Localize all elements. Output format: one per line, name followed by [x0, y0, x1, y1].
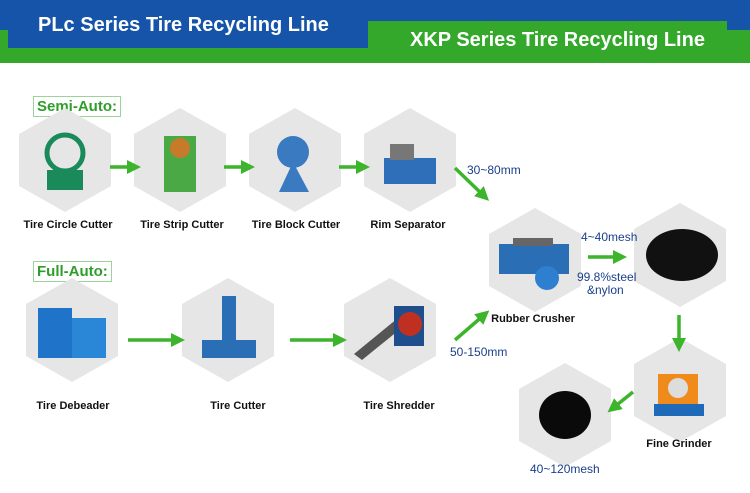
arrow-icon — [453, 310, 490, 342]
tire-block-cutter-label: Tire Block Cutter — [251, 219, 341, 231]
tire-cutter-image — [182, 278, 274, 382]
tire-debeader-label: Tire Debeader — [36, 400, 110, 412]
tire-strip-cutter-label: Tire Strip Cutter — [140, 219, 224, 231]
tire-shredder-label: Tire Shredder — [363, 400, 435, 412]
full-auto-label: Full-Auto: — [33, 261, 112, 282]
tire-cutter-label: Tire Cutter — [210, 400, 266, 412]
steel-nylon-line2: &nylon — [587, 283, 624, 297]
rubber-crusher-label: Rubber Crusher — [491, 313, 575, 325]
size-30-80mm: 30~80mm — [467, 163, 521, 177]
mesh-4-40: 4~40mesh — [581, 230, 638, 244]
arrow-icon — [607, 390, 635, 413]
rim-separator-label: Rim Separator — [370, 219, 446, 231]
arrow-icon — [453, 166, 490, 201]
fine-grinder-label: Fine Grinder — [646, 438, 712, 450]
semi-auto-label: Semi-Auto: — [33, 96, 121, 117]
size-50-150mm: 50-150mm — [450, 345, 508, 359]
tire-block-cutter-image — [249, 108, 341, 212]
tire-shredder-image — [344, 278, 436, 382]
plc-series-title: PLc Series Tire Recycling Line — [8, 0, 368, 48]
tire-circle-cutter-label: Tire Circle Cutter — [23, 219, 113, 231]
rim-separator-image — [364, 108, 456, 212]
mesh-40-120: 40~120mesh — [530, 462, 600, 476]
steel-nylon-line1: 99.8%steel — [577, 270, 637, 284]
xkp-series-title: XKP Series Tire Recycling Line — [368, 21, 727, 63]
tire-debeader-image — [26, 278, 118, 382]
